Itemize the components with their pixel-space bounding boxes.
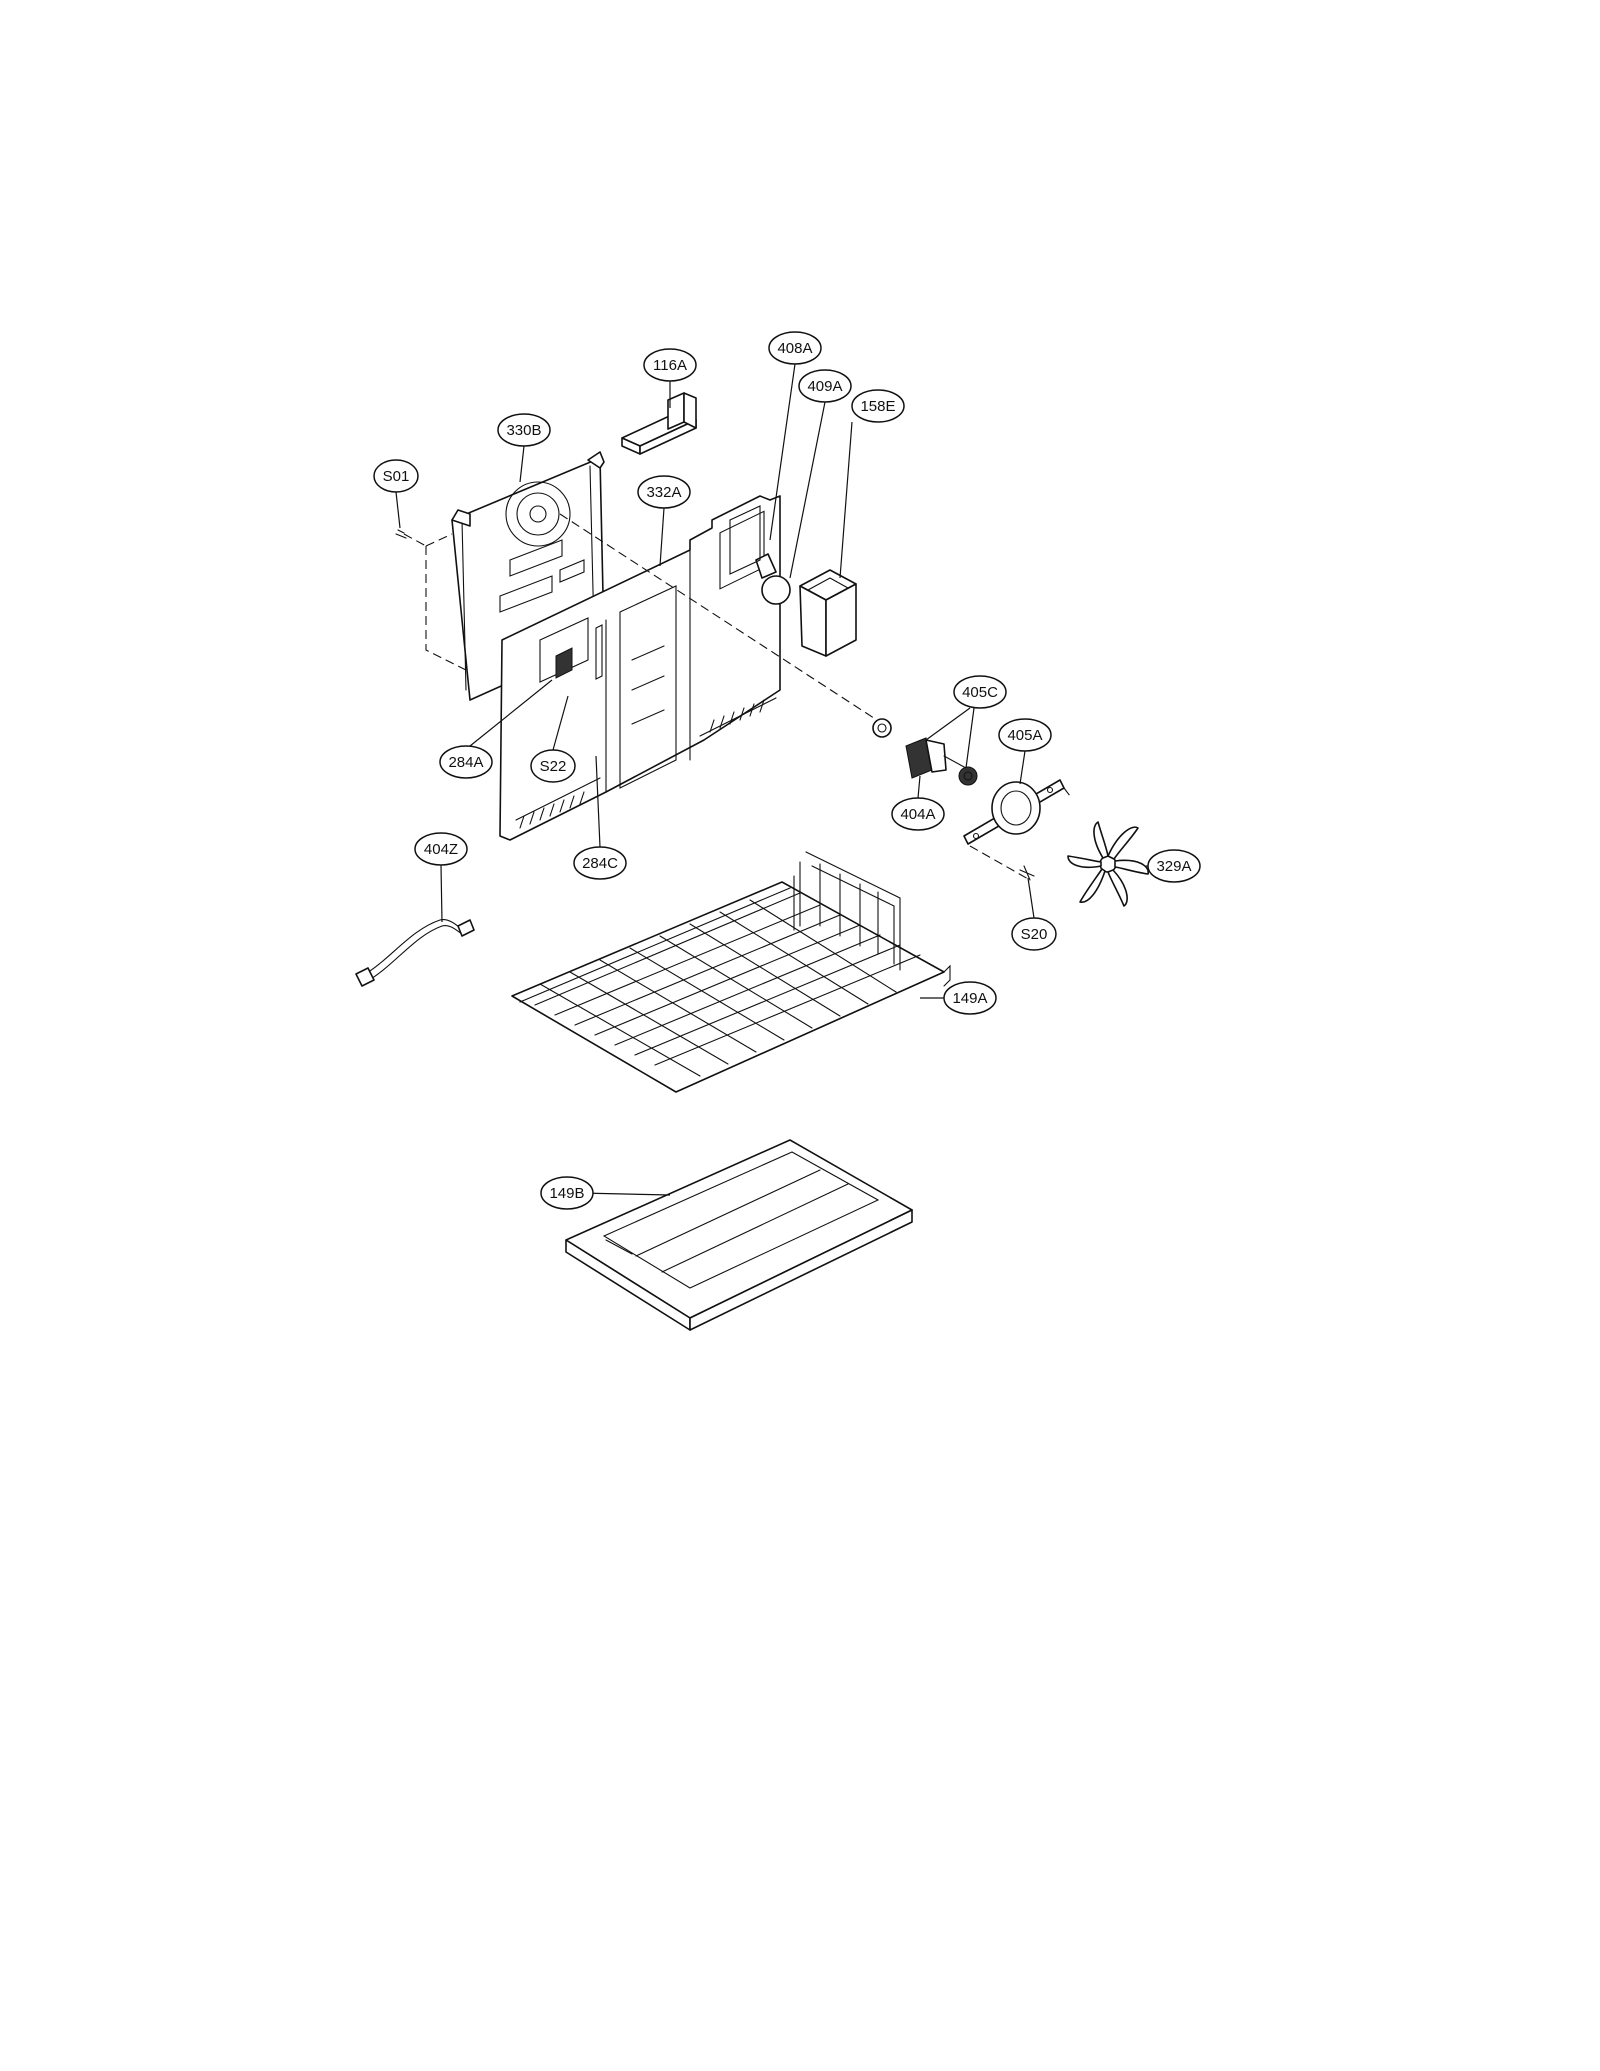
svg-text:329A: 329A [1156,858,1191,875]
part-405a-fan-bracket [963,779,1071,881]
part-404a-motor [872,718,978,786]
part-s01-screw [395,529,427,547]
callout-149b: 149B [540,1176,594,1210]
part-149a-wire-shelf [511,851,951,1093]
svg-text:S01: S01 [383,468,410,485]
leader-lines [395,363,1148,1196]
callout-284c: 284C [573,846,627,880]
svg-text:405C: 405C [962,684,998,701]
callout-149a: 149A [943,981,997,1015]
svg-text:404A: 404A [900,806,935,823]
svg-text:284C: 284C [582,855,618,872]
svg-text:405A: 405A [1007,727,1042,744]
callout-116a: 116A [643,348,697,382]
callout-s22: S22 [530,749,576,783]
svg-text:284A: 284A [448,754,483,771]
svg-text:332A: 332A [646,484,681,501]
svg-text:S22: S22 [540,758,567,775]
svg-text:116A: 116A [653,357,687,374]
callout-s20: S20 [1011,917,1057,951]
callout-330b: 330B [497,413,551,447]
svg-text:S20: S20 [1021,926,1048,943]
callout-329a: 329A [1147,849,1201,883]
callout-405c: 405C [953,675,1007,709]
callout-408a: 408A [768,331,822,365]
part-149b-tray [565,1139,913,1331]
callout-405a: 405A [998,718,1052,752]
svg-text:149B: 149B [549,1185,584,1202]
svg-text:158E: 158E [860,398,895,415]
callout-s01: S01 [373,459,419,493]
part-116a-bracket [621,392,697,455]
part-158e-lamp-cover [799,569,857,657]
callout-404z: 404Z [414,832,468,866]
svg-text:404Z: 404Z [424,841,458,858]
callout-158e: 158E [851,389,905,423]
part-409a-bulb [729,505,791,605]
part-329a-fan-blade [1067,821,1149,907]
part-332a-front-panel [499,495,781,841]
callout-404a: 404A [891,797,945,831]
svg-text:408A: 408A [777,340,812,357]
part-s20-screw [1019,865,1035,881]
svg-text:409A: 409A [807,378,842,395]
assembly-axis-dashed [559,513,881,723]
svg-text:330B: 330B [506,422,541,439]
assembly-guide-dashed-box [425,533,471,673]
callout-409a: 409A [798,369,852,403]
callout-332a: 332A [637,475,691,509]
svg-text:149A: 149A [952,990,987,1007]
callout-284a: 284A [439,745,493,779]
part-404z-wire-harness [355,919,475,987]
